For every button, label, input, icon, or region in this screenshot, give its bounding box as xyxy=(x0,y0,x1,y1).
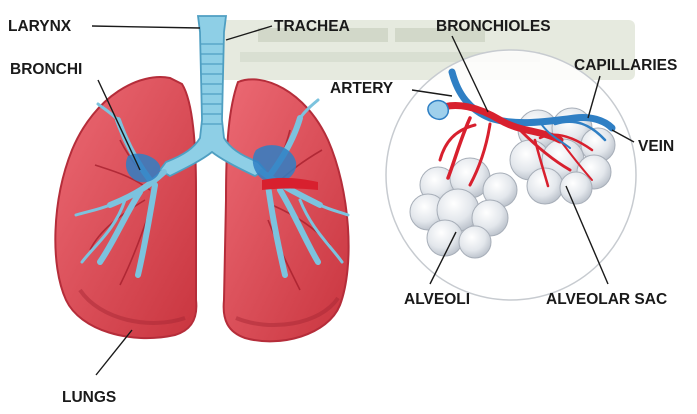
label-bronchioles: BRONCHIOLES xyxy=(436,18,551,35)
label-artery: ARTERY xyxy=(330,80,394,97)
label-capillaries: CAPILLARIES xyxy=(574,57,677,74)
label-alveoli: ALVEOLI xyxy=(404,291,470,308)
label-trachea: TRACHEA xyxy=(274,18,350,35)
left-lung xyxy=(55,77,196,338)
label-bronchi: BRONCHI xyxy=(10,61,82,78)
label-alveolar-sac: ALVEOLAR SAC xyxy=(546,291,667,308)
leader-lungs xyxy=(96,330,132,375)
artery-end xyxy=(428,101,448,120)
leader-larynx xyxy=(92,26,200,28)
label-larynx: LARYNX xyxy=(8,18,72,35)
label-vein: VEIN xyxy=(638,138,674,155)
label-lungs: LUNGS xyxy=(62,389,116,406)
